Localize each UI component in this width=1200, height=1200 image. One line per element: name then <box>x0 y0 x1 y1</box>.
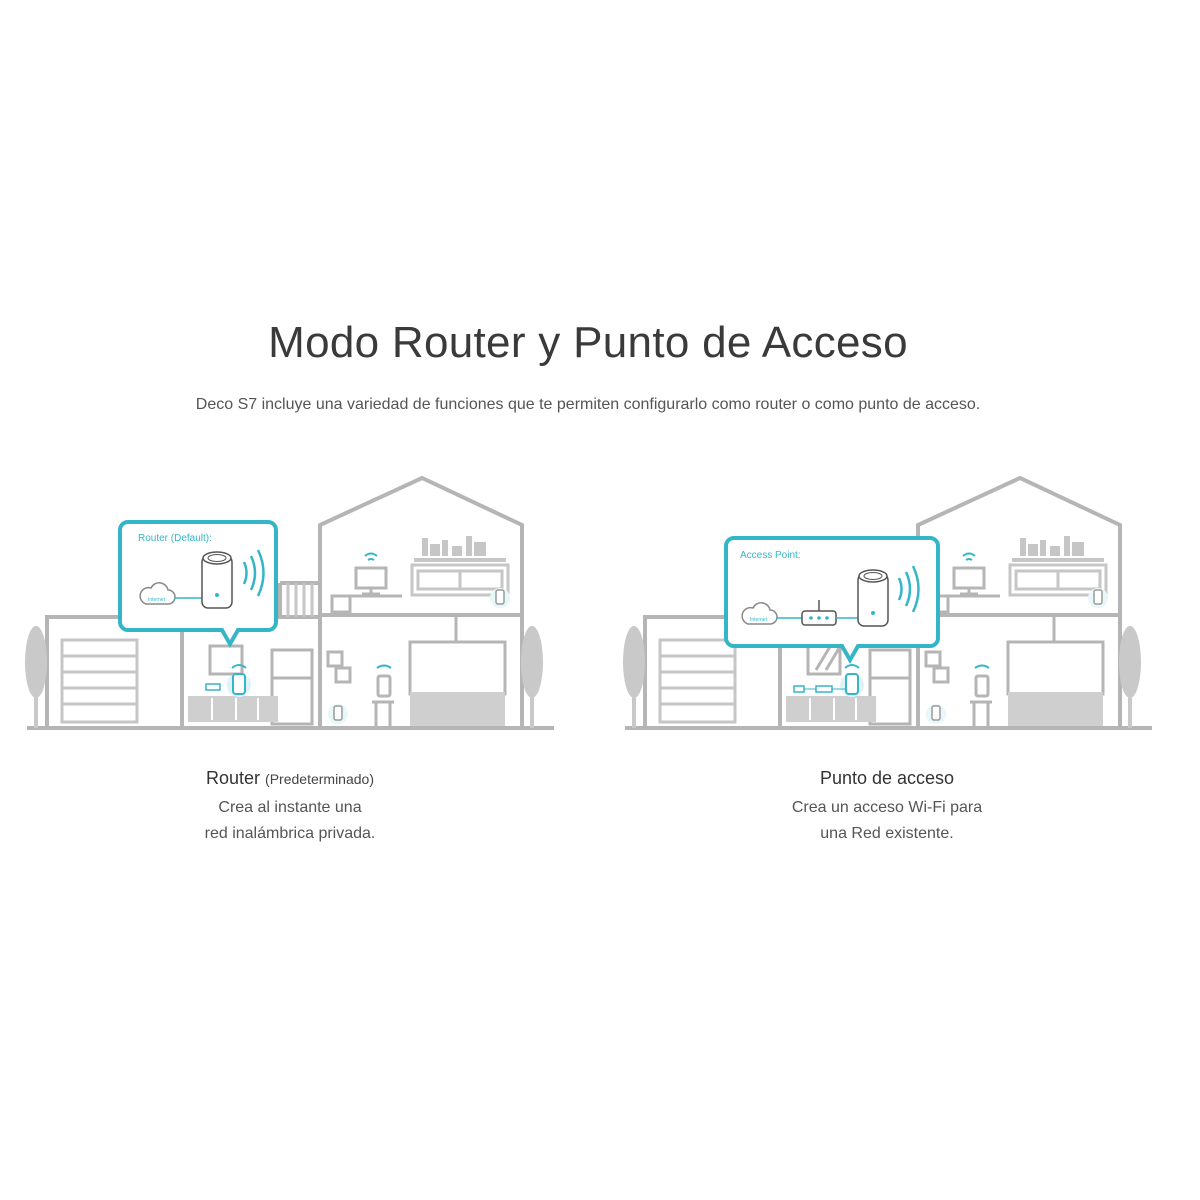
access-point-mode-caption: Punto de acceso Crea un acceso Wi-Fi par… <box>687 768 1087 847</box>
svg-text:Internet: Internet <box>148 597 166 603</box>
deco-unit-icon <box>1088 588 1108 608</box>
access-point-mode-title: Punto de acceso <box>819 768 955 788</box>
modem-icon <box>793 685 846 693</box>
deco-unit-icon <box>490 588 510 608</box>
router-mode-illustration: Router (Default): Internet <box>22 470 557 740</box>
modem-icon <box>205 683 221 691</box>
access-point-mode-description: Crea un acceso Wi-Fi para una Red existe… <box>791 799 983 842</box>
svg-text:Internet: Internet <box>750 617 768 623</box>
garage-door-icon <box>60 638 139 724</box>
phone-icon <box>376 674 392 698</box>
monitor-icon <box>928 566 1000 614</box>
wifi-waves-icon <box>897 565 920 613</box>
tree-icon <box>623 626 1141 728</box>
deco-unit-icon <box>227 673 251 697</box>
deco-unit-icon <box>840 673 864 697</box>
access-point-mode-illustration: Access Point: Internet <box>620 470 1155 740</box>
deco-unit-icon <box>328 704 348 724</box>
page-title: Modo Router y Punto de Acceso <box>268 318 908 367</box>
bed-icon <box>410 692 505 726</box>
garage-door-icon <box>658 638 737 724</box>
router-mode-title-suffix: (Predeterminado) <box>265 771 374 787</box>
wifi-waves-icon <box>364 552 378 561</box>
router-mode-description: Crea al instante una red inalámbrica pri… <box>204 799 376 842</box>
deco-unit-icon <box>857 569 889 627</box>
tv-icon <box>408 640 507 696</box>
access-point-info-bubble: Access Point: Internet <box>724 536 940 665</box>
router-info-bubble: Router (Default): Internet <box>118 520 278 649</box>
router-mode-caption: Router (Predeterminado) Crea al instante… <box>90 768 490 847</box>
wifi-waves-icon <box>242 549 265 597</box>
bubble-label: Router (Default): <box>138 533 212 544</box>
deco-unit-icon <box>926 704 946 724</box>
deco-unit-icon <box>201 551 233 609</box>
router-mode-title: Router <box>206 768 261 788</box>
shelf-icon <box>414 536 506 562</box>
monitor-icon <box>330 566 402 614</box>
page-subtitle: Deco S7 incluye una variedad de funcione… <box>195 396 981 413</box>
bubble-label: Access Point: <box>740 550 801 561</box>
tree-icon <box>25 626 543 728</box>
